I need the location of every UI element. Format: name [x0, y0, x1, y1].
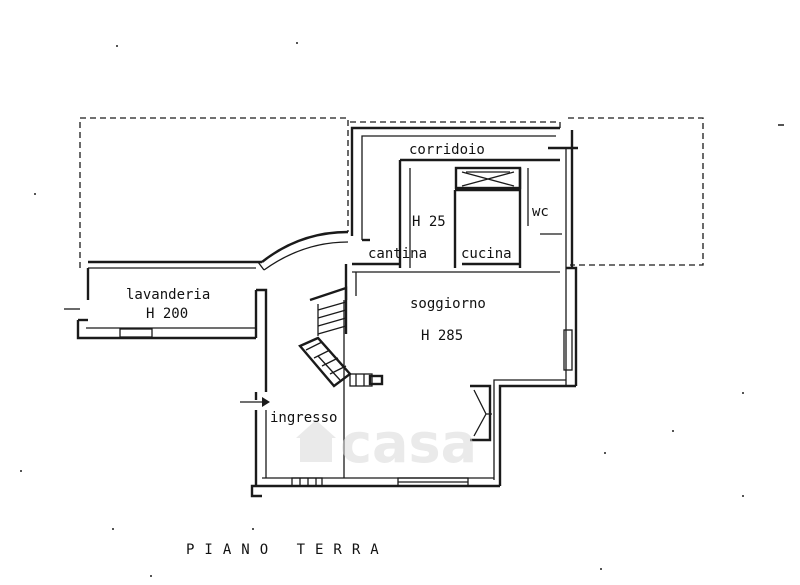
entrance-arrow-icon	[240, 397, 270, 407]
service-block-walls	[350, 126, 578, 273]
label-h200: H 200	[146, 306, 188, 322]
watermark: casa	[296, 412, 477, 475]
label-corridoio: corridoio	[409, 142, 485, 158]
label-h285: H 285	[421, 328, 463, 344]
watermark-text: casa	[340, 412, 477, 475]
staircase-icon	[298, 286, 384, 388]
label-cucina: cucina	[461, 246, 512, 262]
floor-title: PIANO TERRA	[186, 542, 389, 558]
label-soggiorno: soggiorno	[410, 296, 486, 312]
lavanderia-walls	[64, 260, 262, 340]
ingresso-walls	[254, 288, 345, 486]
terrace-outlines	[79, 117, 704, 268]
label-wc: wc	[532, 204, 549, 220]
soggiorno-walls	[250, 264, 578, 498]
curved-wall	[257, 230, 349, 271]
label-lavanderia: lavanderia	[126, 287, 210, 303]
label-ingresso: ingresso	[270, 410, 337, 426]
label-cantina: cantina	[368, 246, 427, 262]
scan-specks	[20, 42, 784, 577]
label-h25: H 25	[412, 214, 446, 230]
casa-house-logo-icon	[296, 420, 336, 462]
fireplace-icon	[470, 384, 492, 442]
room-labels: corridoio wc H 25 cantina cucina lavande…	[126, 142, 549, 558]
